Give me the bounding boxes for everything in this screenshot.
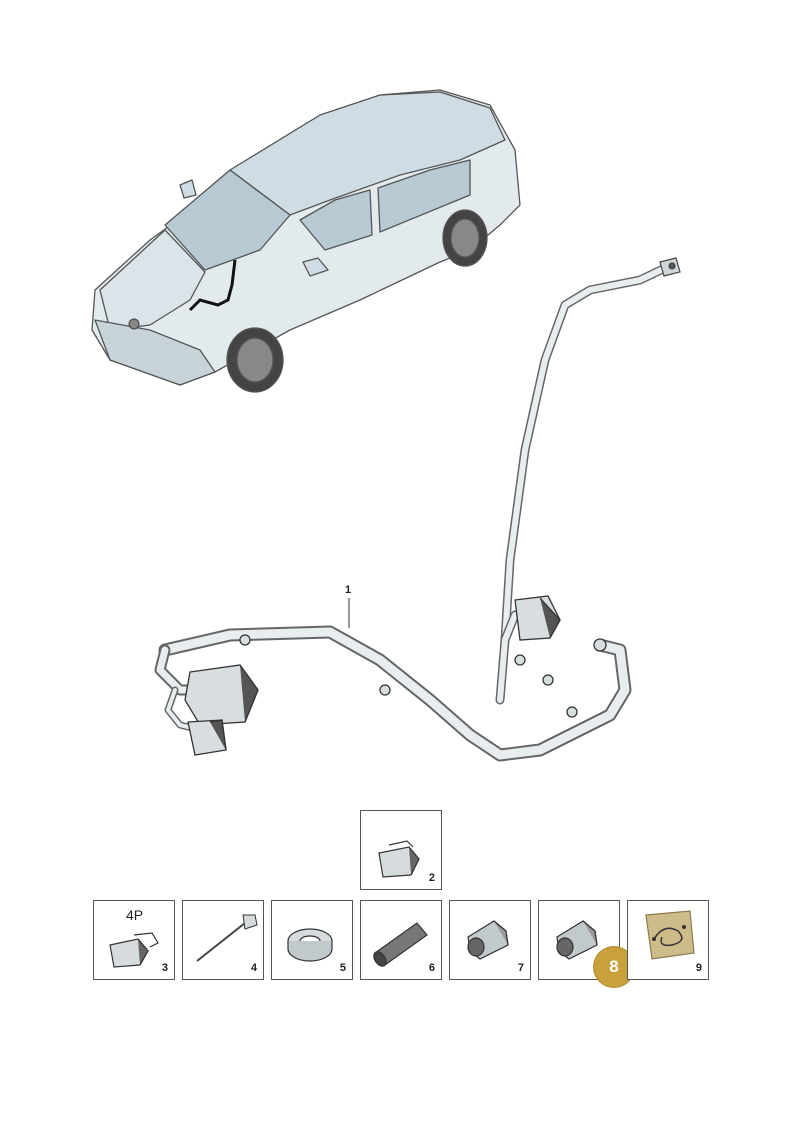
tape-roll-icon bbox=[287, 928, 333, 962]
callout-1: 1 bbox=[345, 584, 352, 596]
part-box-7[interactable]: 7 bbox=[449, 900, 531, 980]
part-box-4[interactable]: 4 bbox=[182, 900, 264, 980]
part-number-2: 2 bbox=[428, 872, 435, 884]
part-number-5: 5 bbox=[339, 962, 346, 974]
part-box-2[interactable]: 2 bbox=[360, 810, 442, 890]
part-number-4: 4 bbox=[250, 962, 257, 974]
part-number-3: 3 bbox=[161, 962, 168, 974]
car-illustration bbox=[91, 89, 521, 393]
grommet-icon bbox=[467, 920, 509, 960]
part-box-5[interactable]: 5 bbox=[271, 900, 353, 980]
grommet-icon bbox=[556, 920, 598, 960]
part-number-9: 9 bbox=[695, 962, 702, 974]
part-number-6: 6 bbox=[428, 962, 435, 974]
connector-4p-label: 4P bbox=[126, 907, 144, 923]
connector-housing-icon bbox=[378, 840, 420, 878]
repair-kit-icon bbox=[645, 910, 695, 960]
wiring-harness-illustration bbox=[154, 257, 681, 762]
cable-tie-icon bbox=[196, 914, 258, 962]
connector-4p-icon bbox=[109, 932, 159, 968]
part-box-3[interactable]: 4P 3 bbox=[93, 900, 175, 980]
part-number-7: 7 bbox=[517, 962, 524, 974]
part-box-6[interactable]: 6 bbox=[360, 900, 442, 980]
corrugated-sleeve-icon bbox=[373, 922, 428, 967]
part-box-9[interactable]: 9 bbox=[627, 900, 709, 980]
